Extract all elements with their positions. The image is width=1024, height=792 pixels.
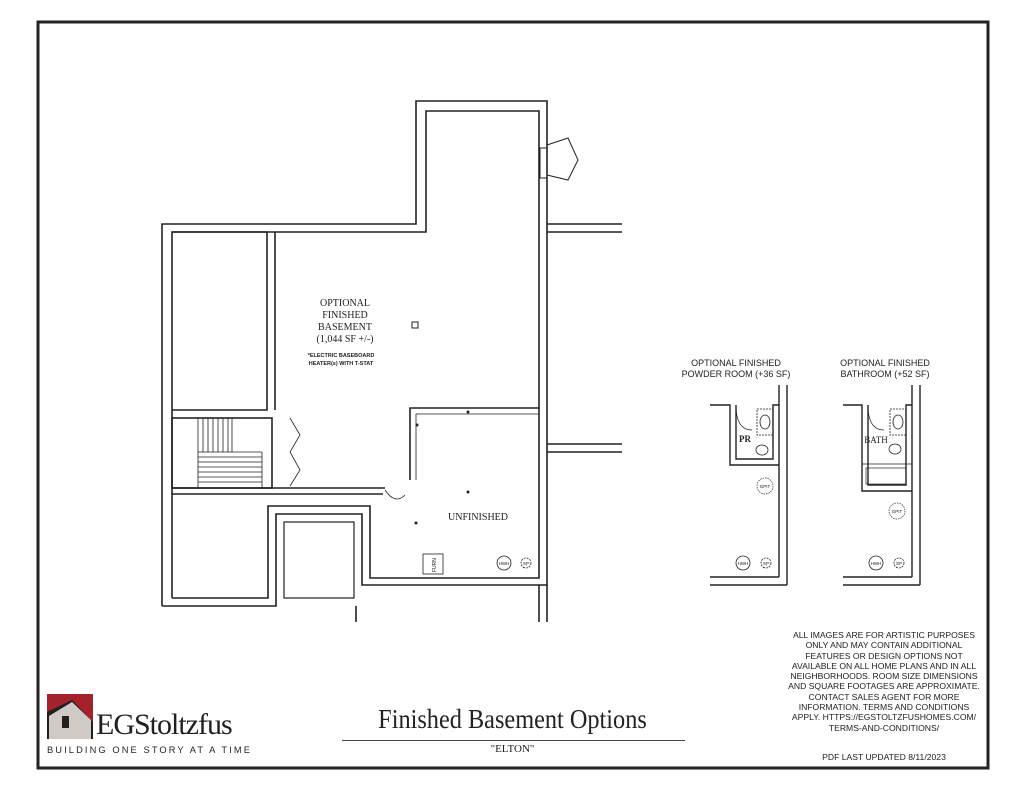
room-label-line: OPTIONAL [320, 298, 370, 309]
water-heater-label: HWH [499, 561, 510, 566]
room-label: BATH [864, 435, 888, 445]
option-title: BATHROOM (+52 SF) [840, 369, 929, 379]
bathroom-option: OPTIONAL FINISHED BATHROOM (+52 SF) BATH… [840, 358, 930, 586]
option-title: POWDER ROOM (+36 SF) [682, 369, 791, 379]
title-divider [342, 740, 685, 741]
grinder-pit-label: GPIT [892, 509, 903, 514]
page-title: Finished Basement Options [378, 704, 647, 734]
room-label-line: BASEMENT [318, 322, 372, 333]
heater-note: *ELECTRIC BASEBOARD [308, 353, 375, 359]
water-heater-label: HWH [738, 561, 749, 566]
option-title: OPTIONAL FINISHED [691, 358, 781, 368]
company-logo-icon [47, 694, 93, 739]
last-updated: PDF LAST UPDATED 8/11/2023 [822, 752, 946, 762]
plan-name: "ELTON" [490, 743, 535, 755]
company-tagline: BUILDING ONE STORY AT A TIME [47, 745, 253, 755]
main-room-label: OPTIONAL FINISHED BASEMENT (1,044 SF +/-… [316, 298, 373, 345]
water-heater-label: HWH [871, 561, 882, 566]
basement-plan [161, 100, 622, 622]
disclaimer-text: ALL IMAGES ARE FOR ARTISTIC PURPOSES ONL… [788, 630, 980, 733]
company-logo-name: EGStoltzfus [96, 708, 233, 741]
grinder-pit-label: GPIT [760, 484, 771, 489]
room-label: PR [739, 434, 751, 444]
room-area-label: (1,044 SF +/-) [316, 334, 373, 345]
sump-pump-label: SP [763, 561, 769, 566]
sump-pump-label: SP [896, 561, 902, 566]
powder-room-option: OPTIONAL FINISHED POWDER ROOM (+36 SF) P… [682, 358, 791, 586]
sump-pump-label: SP [523, 561, 529, 566]
room-label-line: FINISHED [322, 310, 368, 321]
option-title: OPTIONAL FINISHED [840, 358, 930, 368]
unfinished-label: UNFINISHED [448, 512, 508, 523]
heater-note: HEATER(s) WITH T-STAT [309, 361, 374, 367]
furnace-label: FURN [432, 558, 438, 572]
page-border [36, 20, 990, 770]
